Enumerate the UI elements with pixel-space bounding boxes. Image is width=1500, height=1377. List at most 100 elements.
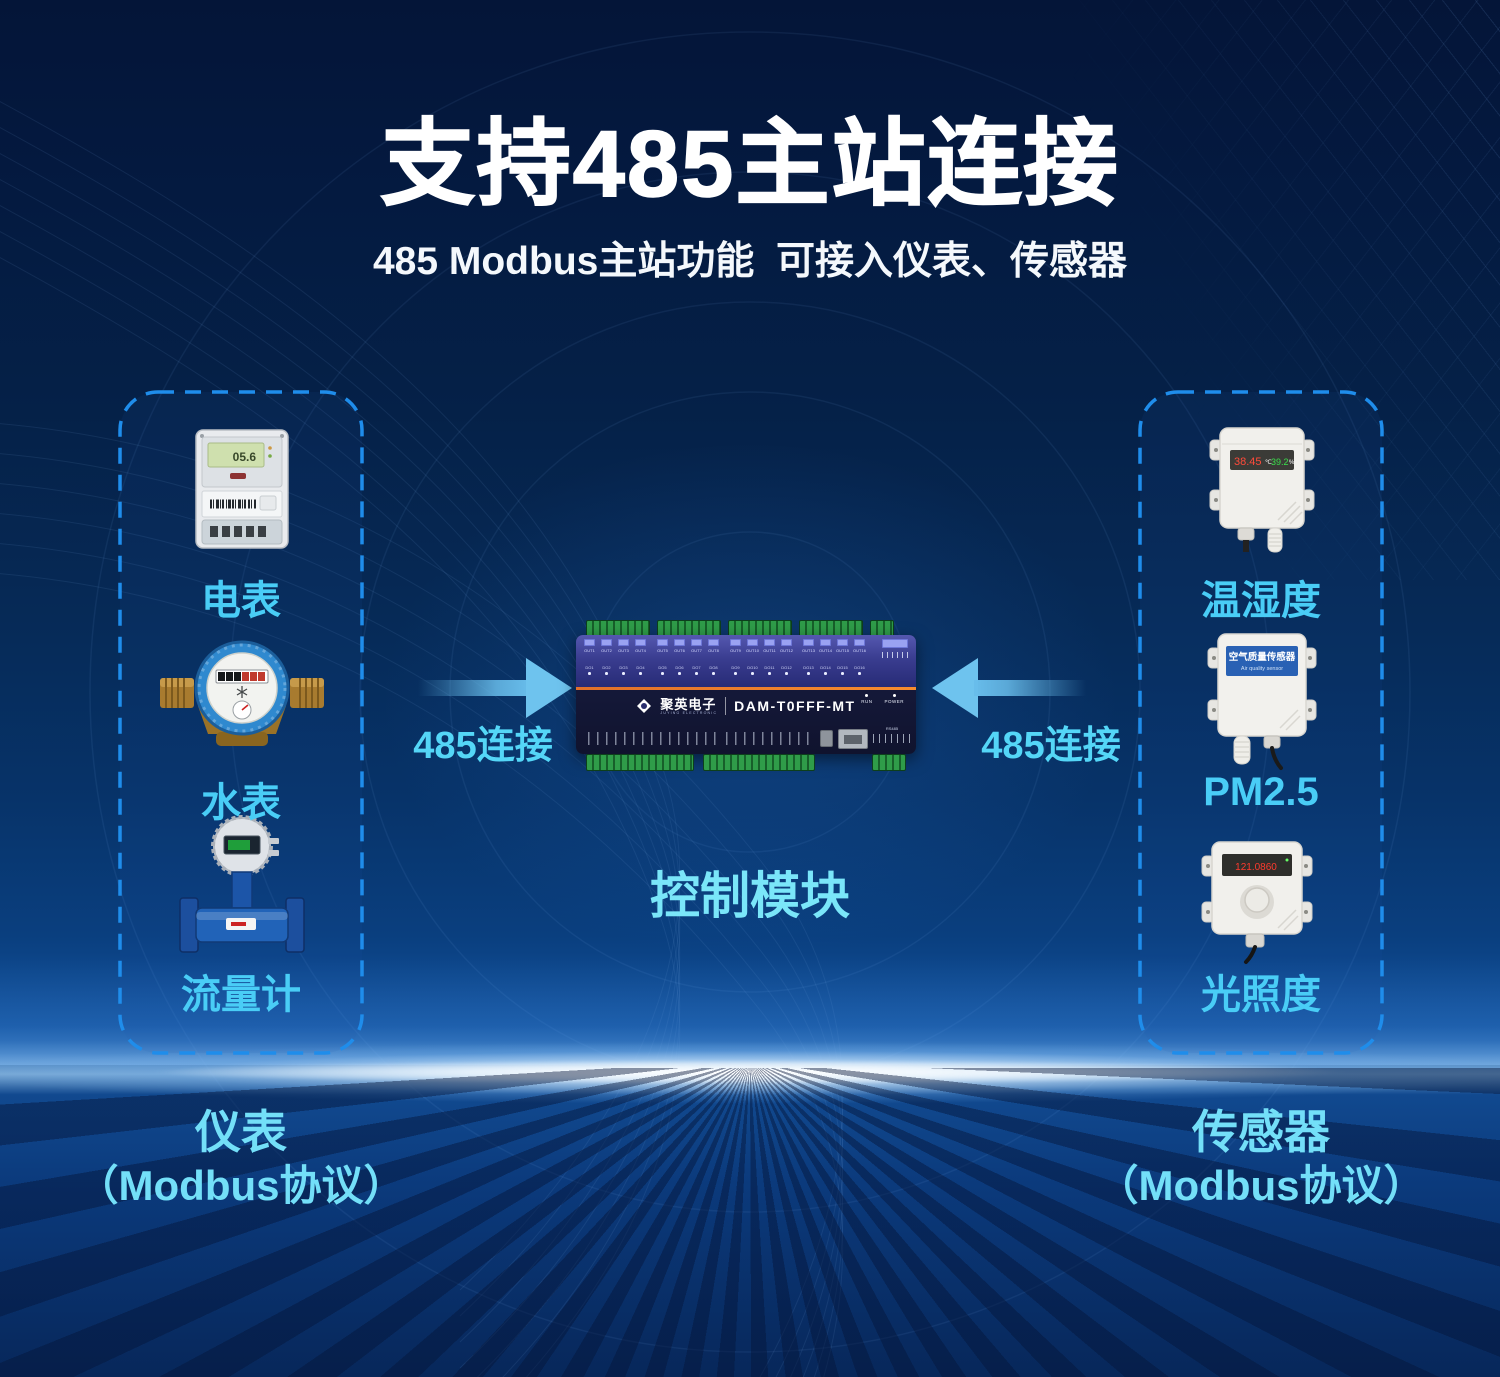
temp-humidity-label: 温湿度 <box>1201 579 1321 623</box>
do-led <box>824 672 827 675</box>
light-level-label: 光照度 <box>1201 973 1321 1017</box>
terminal-blocks-top <box>586 620 906 637</box>
power-led <box>892 694 896 697</box>
relay-icon <box>854 639 865 646</box>
do-label: DO9 <box>731 665 740 670</box>
do-led <box>841 672 844 675</box>
out-label: OUT2 <box>601 648 612 653</box>
pin-markings-left <box>588 732 718 745</box>
light-band-core <box>150 1060 1350 1084</box>
do-label: DO4 <box>636 665 645 670</box>
svg-text:%: % <box>1289 460 1295 466</box>
out-label: OUT15 <box>836 648 849 653</box>
do-label: DO8 <box>709 665 718 670</box>
meters-caption: 仪表 <box>195 1106 287 1158</box>
rs485-label: RS485 <box>885 726 899 731</box>
ethernet-port <box>838 729 868 749</box>
relay-icon <box>618 639 629 646</box>
do-led <box>639 672 642 675</box>
do-led <box>588 672 591 675</box>
air-quality-sensor-image: 空气质量传感器 Air quality sensor <box>1207 633 1317 770</box>
do-label: DO13 <box>803 665 814 670</box>
do-led <box>712 672 715 675</box>
do-led <box>768 672 771 675</box>
out-label: OUT16 <box>853 648 866 653</box>
sensors-caption: 传感器 <box>1192 1106 1330 1158</box>
light-rays <box>0 1068 1500 1377</box>
page-title: 支持485主站连接 <box>380 110 1120 217</box>
out-label: OUT3 <box>618 648 629 653</box>
left-arrow <box>418 658 572 718</box>
brand-divider <box>725 697 727 715</box>
temp-humidity-sensor-image: 38.45 ℃ 39.2 % <box>1209 427 1315 553</box>
out-label: OUT13 <box>802 648 815 653</box>
do-led <box>807 672 810 675</box>
out-label: OUT12 <box>780 648 793 653</box>
do-label: DO10 <box>747 665 758 670</box>
lux-display: 121.0860 <box>1235 862 1277 873</box>
out-label: OUT7 <box>691 648 702 653</box>
brand-logo-icon <box>637 699 652 713</box>
orange-stripe <box>576 687 916 690</box>
do-label: DO5 <box>658 665 667 670</box>
right-link-label: 485连接 <box>981 725 1121 767</box>
relay-icon <box>601 639 612 646</box>
run-label: RUN <box>861 699 873 704</box>
humidity-display: 39.2 <box>1271 457 1289 467</box>
do-led <box>678 672 681 675</box>
rs485-port: RS485 <box>873 726 911 743</box>
electric-meter-lcd: 05.6 <box>233 450 257 464</box>
relay-icon <box>674 639 685 646</box>
do-label: DO16 <box>854 665 865 670</box>
left-arrow-tail <box>418 680 530 696</box>
right-arrow-tail <box>974 680 1086 696</box>
svg-text:℃: ℃ <box>1265 460 1272 466</box>
electric-meter-label: 电表 <box>201 579 281 623</box>
relay-icon <box>747 639 758 646</box>
relay-icon <box>764 639 775 646</box>
air-sensor-banner-title: 空气质量传感器 <box>1229 651 1296 663</box>
right-arrow <box>932 658 1086 718</box>
out-label: OUT11 <box>763 648 776 653</box>
brand-row: 聚英电子 JUYING ELECTRONIC DAM-T0FFF-MT <box>576 697 916 715</box>
flow-meter-label: 流量计 <box>181 973 301 1017</box>
water-meter-label: 水表 <box>201 781 281 825</box>
do-label: DO11 <box>764 665 775 670</box>
do-led <box>622 672 625 675</box>
electric-meter-image: 05.6 <box>195 429 289 549</box>
module-caption: 控制模块 <box>650 868 850 924</box>
relay-icon <box>781 639 792 646</box>
out-label: OUT5 <box>657 648 668 653</box>
relay-icon <box>584 639 595 646</box>
relay-icon <box>837 639 848 646</box>
relay-icon <box>691 639 702 646</box>
do-led <box>695 672 698 675</box>
relay-icon <box>803 639 814 646</box>
sd-slot <box>820 730 833 747</box>
right-arrow-head <box>932 658 978 718</box>
do-led <box>751 672 754 675</box>
do-label: DO2 <box>602 665 611 670</box>
do-led <box>734 672 737 675</box>
pm25-label: PM2.5 <box>1203 770 1319 814</box>
meters-caption-protocol: （Modbus协议） <box>76 1162 406 1209</box>
terminal-blocks-bottom <box>586 754 906 771</box>
do-led <box>785 672 788 675</box>
do-label: DO3 <box>619 665 628 670</box>
out-label: OUT8 <box>708 648 719 653</box>
do-led <box>605 672 608 675</box>
do-label: DO15 <box>837 665 848 670</box>
relay-icon <box>730 639 741 646</box>
light-sensor-image: 121.0860 <box>1201 841 1313 964</box>
power-label: POWER <box>884 699 904 704</box>
relay-icon <box>657 639 668 646</box>
do-led <box>661 672 664 675</box>
do-label: DO7 <box>692 665 701 670</box>
left-arrow-head <box>526 658 572 718</box>
